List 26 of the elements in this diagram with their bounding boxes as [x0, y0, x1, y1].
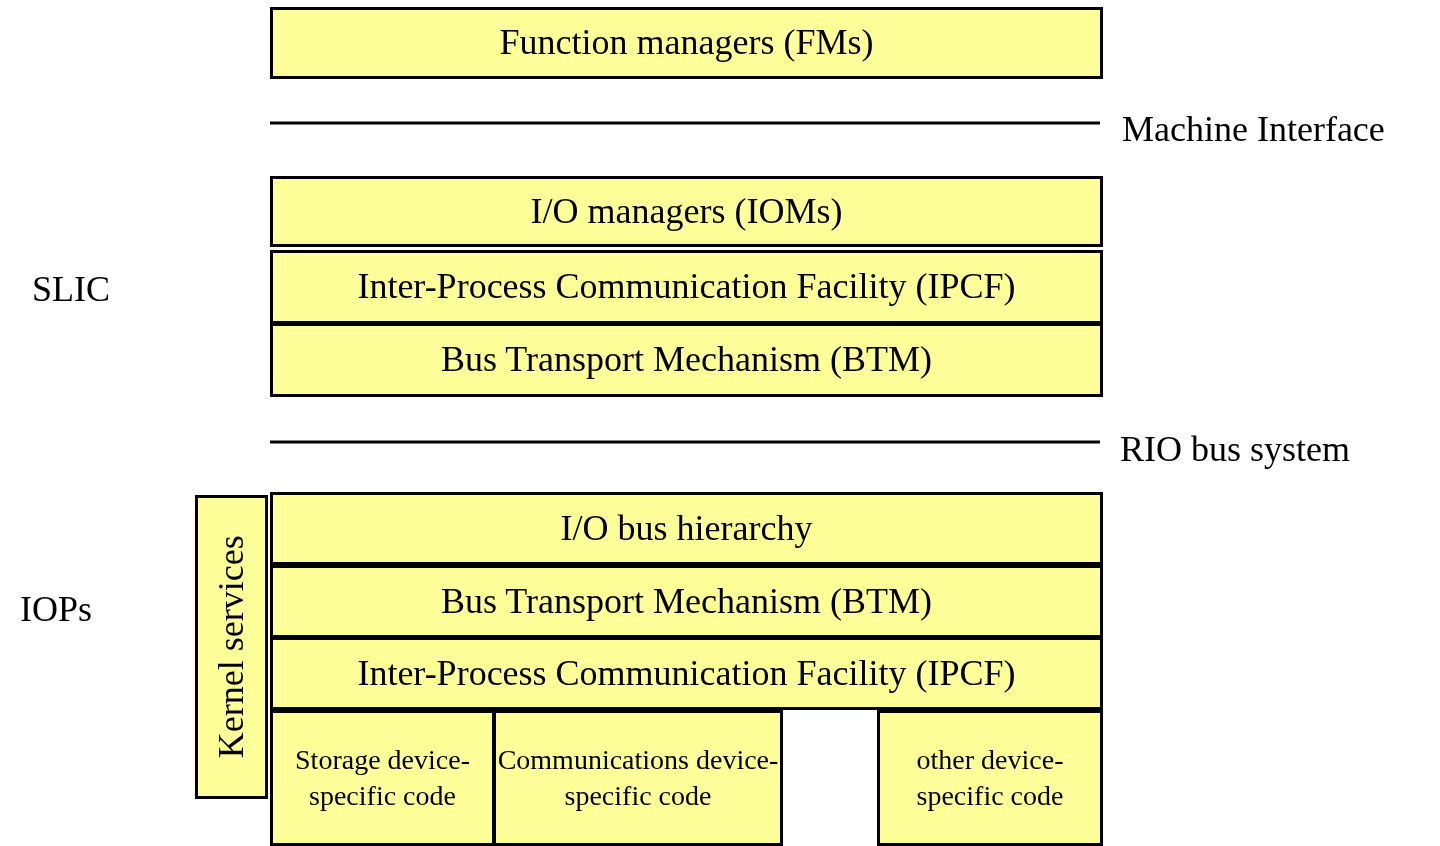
line-label: Machine Interface [1122, 108, 1385, 150]
layer-label: Bus Transport Mechanism (BTM) [441, 581, 932, 622]
layer-box [270, 565, 1103, 638]
layer-box [270, 637, 1103, 710]
layer-box [270, 323, 1103, 397]
layer-label: Function managers (FMs) [499, 23, 874, 63]
layer-label: other device-specific code [915, 742, 1065, 813]
layer-label: Bus Transport Mechanism (BTM) [441, 340, 932, 380]
layer-label: Inter-Process Communication Facility (IPCF) [357, 267, 1016, 307]
layer-box [877, 710, 1103, 846]
layer-label: Communications device-specific code [496, 742, 780, 813]
vertical-layer-box [195, 495, 268, 799]
layer-label: I/O managers (IOMs) [530, 191, 843, 232]
layer-box [270, 7, 1103, 79]
layer-box [493, 710, 783, 846]
layer-group-label: SLIC [32, 268, 110, 310]
layer-box [270, 250, 1103, 324]
layer-box [270, 710, 495, 846]
layer-group-label: IOPs [20, 588, 93, 630]
layer-label: Storage device-specific code [294, 742, 471, 813]
layer-label: Inter-Process Communication Facility (IPCF) [357, 653, 1016, 694]
layer-label: I/O bus hierarchy [560, 508, 813, 549]
layer-label: Kernel services [211, 535, 252, 759]
layer-box [270, 492, 1103, 565]
line-label: RIO bus system [1120, 428, 1350, 470]
layer-box [270, 176, 1103, 247]
